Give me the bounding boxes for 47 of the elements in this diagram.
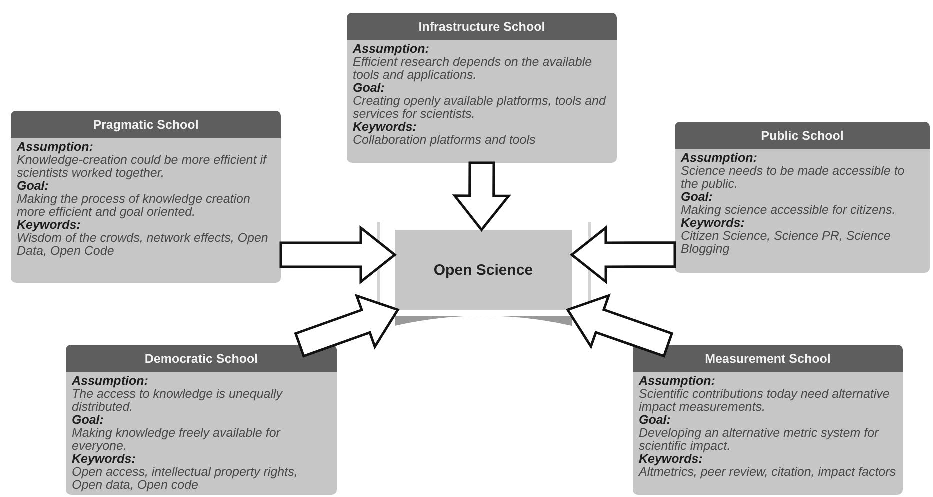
section-text: Collaboration platforms and tools xyxy=(353,134,537,147)
school-card xyxy=(675,122,930,273)
card-header: Measurement School xyxy=(633,345,903,372)
section-label: Keywords: xyxy=(17,219,82,232)
school-card xyxy=(11,111,281,283)
section-label: Keywords: xyxy=(353,121,417,134)
section-text: Citizen Science, Science PR, Science Blogging xyxy=(681,230,892,256)
section-label: Assumption: xyxy=(17,141,94,154)
card-header: Pragmatic School xyxy=(11,111,281,138)
block-arrow xyxy=(570,225,676,285)
section-text: Making knowledge freely available for everyone. xyxy=(72,427,282,453)
center-title: Open Science xyxy=(434,262,534,278)
section-text: Open access, intellectual property rights, Open data, Open code xyxy=(72,466,299,492)
center-box xyxy=(395,230,572,310)
section-text: Altmetrics, peer review, citation, impact factors xyxy=(639,466,897,479)
school-card xyxy=(347,13,617,163)
section-label: Keywords: xyxy=(681,217,746,230)
section-text: Making science accessible for citizens. xyxy=(681,204,897,217)
card-header: Infrastructure School xyxy=(347,13,617,40)
card-header: Democratic School xyxy=(66,345,337,372)
section-label: Goal: xyxy=(681,191,713,204)
section-label: Assumption: xyxy=(639,375,716,388)
section-label: Goal: xyxy=(72,414,105,427)
section-label: Keywords: xyxy=(72,453,137,466)
school-card xyxy=(633,345,903,495)
section-text: Scientific contributions today need alternative impact measurements. xyxy=(639,388,891,414)
section-label: Keywords: xyxy=(639,453,703,466)
block-arrow xyxy=(452,162,512,232)
section-label: Goal: xyxy=(353,82,386,95)
card-header: Public School xyxy=(675,122,930,149)
block-arrow xyxy=(280,225,398,285)
section-label: Assumption: xyxy=(353,43,430,56)
section-text: Wisdom of the crowds, network effects, Open Data, Open Code xyxy=(17,232,270,258)
section-text: Efficient research depends on the available tools and applications. xyxy=(353,56,594,82)
section-label: Assumption: xyxy=(681,152,758,165)
section-label: Goal: xyxy=(639,414,671,427)
school-card xyxy=(66,345,337,495)
section-label: Assumption: xyxy=(72,375,150,388)
section-text: Developing an alternative metric system for scientific impact. xyxy=(639,427,880,453)
section-text: Science needs to be made accessible to the public. xyxy=(681,165,906,191)
section-text: Creating openly available platforms, tools and services for scientists. xyxy=(353,95,608,121)
section-text: Making the process of knowledge creation more efficient and goal oriented. xyxy=(17,193,252,219)
block-arrow xyxy=(294,294,400,358)
section-text: Knowledge-creation could be more efficient if scientists worked together. xyxy=(17,154,268,180)
block-arrow xyxy=(566,294,674,358)
section-label: Goal: xyxy=(17,180,50,193)
section-text: The access to knowledge is unequally distributed. xyxy=(72,388,284,414)
